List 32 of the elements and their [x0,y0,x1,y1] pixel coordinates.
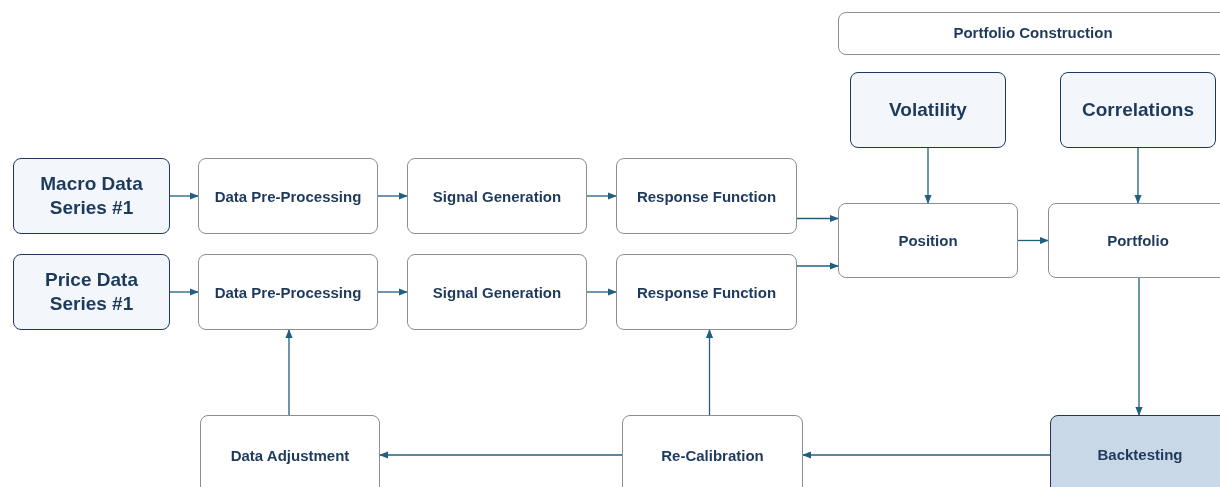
arrow [377,288,408,296]
process-box: Response Function [616,158,797,234]
arrow [1135,277,1143,416]
arrow [924,147,932,204]
arrow [586,288,617,296]
process-box: Response Function [616,254,797,330]
process-box: Re-Calibration [622,415,803,487]
process-box: Data Pre-Processing [198,254,378,330]
input-box: Price Data Series #1 [13,254,170,330]
arrow [705,329,714,416]
arrow [285,329,293,416]
arrow [802,451,1051,459]
input-box: Volatility [850,72,1006,148]
arrow [586,192,617,200]
process-box: Backtesting [1050,415,1220,487]
arrow [169,288,199,296]
process-box: Signal Generation [407,254,587,330]
arrow [169,192,199,200]
arrow [796,262,839,270]
process-box: Position [838,203,1018,278]
arrow [377,192,408,200]
process-box: Signal Generation [407,158,587,234]
process-box: Data Adjustment [200,415,380,487]
input-box: Macro Data Series #1 [13,158,170,234]
process-box: Data Pre-Processing [198,158,378,234]
group-header-box: Portfolio Construction [838,12,1220,55]
process-box: Portfolio [1048,203,1220,278]
arrow [1134,147,1142,204]
arrow [796,214,839,223]
arrow [1017,236,1049,245]
arrow [379,451,623,459]
input-box: Correlations [1060,72,1216,148]
